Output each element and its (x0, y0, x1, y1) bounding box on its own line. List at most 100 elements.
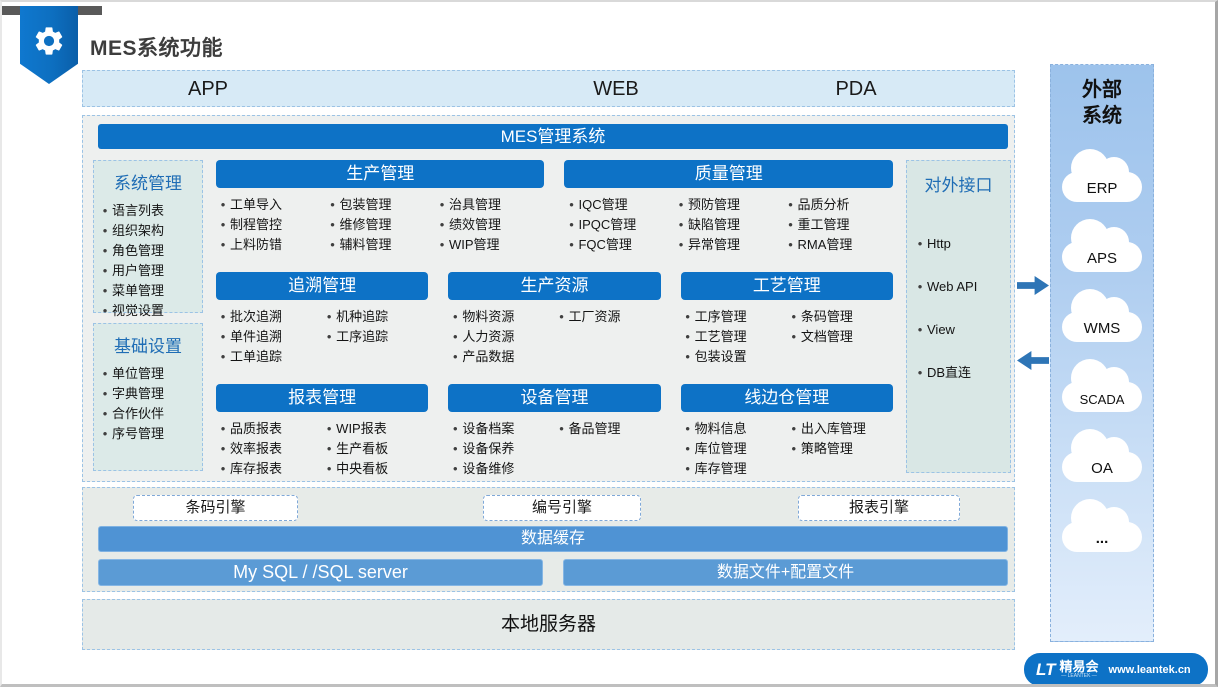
list-item: •库位管理 (685, 441, 747, 456)
external-systems-panel: 外部系统 ERP APS WMS SCADA OA ... (1050, 64, 1154, 642)
module-equipment: 设备管理 •设备档案 •设备保养 •设备维修 •备品管理 (448, 384, 661, 479)
list-item: •View (917, 322, 955, 337)
module-title: 设备管理 (448, 384, 661, 412)
list-item: •物料信息 (685, 421, 747, 436)
module-item-column: •IQC管理 •IPQC管理 •FQC管理 (564, 195, 674, 255)
cloud-label: ... (1095, 530, 1109, 547)
panel-title: 对外接口 (924, 176, 993, 195)
list-item: •RMA管理 (788, 237, 853, 252)
list-item: •制程管控 (220, 217, 283, 232)
list-item: •Http (917, 236, 951, 251)
module-item-column: •出入库管理•策略管理 (787, 419, 893, 479)
module-item-column: •设备档案 •设备保养 •设备维修 (448, 419, 554, 479)
list-item: •角色管理 (102, 243, 165, 258)
panel-basic-settings: 基础设置 •单位管理 •字典管理 •合作伙伴 •序号管理 (93, 323, 203, 471)
module-item-column: •备品管理 (555, 419, 661, 479)
list-item: •文档管理 (791, 329, 853, 344)
logo-url: www.leantek.cn (1108, 663, 1191, 676)
module-title: 生产资源 (448, 272, 661, 300)
list-item: •品质报表 (220, 421, 283, 436)
arrow-left-icon (1017, 351, 1049, 370)
module-item-column: •预防管理•缺陷管理•异常管理 (674, 195, 784, 255)
module-title: 追溯管理 (216, 272, 429, 300)
list-item: •组织架构 (102, 223, 165, 238)
cloud-oa: OA (1059, 429, 1145, 482)
module-lineside-warehouse: 线边仓管理 •物料信息•库位管理•库存管理•出入库管理•策略管理 (680, 384, 893, 479)
cloud-label: WMS (1083, 320, 1121, 337)
local-server-bar: 本地服务器 (82, 599, 1015, 650)
module-item-column: •工厂资源 (555, 307, 661, 367)
logo-brand: 精易会 — LEANTEK — (1059, 659, 1099, 679)
arrow-right-icon (1017, 276, 1049, 295)
list-item: •包装设置 (685, 349, 747, 364)
data-cache-bar: 数据缓存 (98, 526, 1008, 552)
list-item: •设备维修 (453, 461, 515, 476)
report-engine-box: 报表引擎 (798, 495, 960, 521)
database-bar: My SQL / /SQL server (98, 559, 543, 586)
list-item: •预防管理 (678, 197, 740, 212)
logo-mark: LT (1036, 659, 1056, 679)
list-item: •IQC管理 (569, 197, 628, 212)
barcode-engine-box: 条码引擎 (133, 495, 298, 521)
list-item: •效率报表 (220, 441, 283, 456)
page-title: MES系统功能 (90, 37, 224, 60)
module-title: 线边仓管理 (680, 384, 893, 412)
module-item-column: •批次追溯 •单件追溯 •工单追踪 (216, 307, 322, 367)
cloud-label: ERP (1086, 180, 1118, 197)
cloud-others: ... (1059, 499, 1145, 552)
list-item: •用户管理 (102, 263, 165, 278)
list-item: •工序管理 (685, 309, 747, 324)
list-item: •批次追溯 (220, 309, 283, 324)
client-app: APP (187, 78, 229, 100)
data-files-bar: 数据文件+配置文件 (563, 559, 1008, 586)
module-item-column: •治具管理•绩效管理•WIP管理 (435, 195, 545, 255)
list-item: •重工管理 (788, 217, 850, 232)
list-item: •语言列表 (102, 203, 165, 218)
list-item: •包装管理 (330, 197, 392, 212)
module-traceability: 追溯管理 •批次追溯•单件追溯•工单追踪•机种追踪•工序追踪 (216, 272, 429, 367)
list-item: •合作伙伴 (102, 406, 165, 421)
module-quality: 质量管理 •IQC管理•IPQC管理•FQC管理•预防管理•缺陷管理•异常管理•… (564, 160, 893, 255)
module-item-column: •包装管理•维修管理•辅料管理 (326, 195, 436, 255)
list-item: •生产看板 (326, 441, 389, 456)
module-item-column: •品质报表 •效率报表 •库存报表 (216, 419, 322, 479)
list-item: •单位管理 (102, 366, 165, 381)
list-item: •WIP管理 (439, 237, 500, 252)
list-item: •异常管理 (678, 237, 740, 252)
module-item-column: •物料信息•库位管理•库存管理 (681, 419, 787, 479)
module-title: 质量管理 (564, 160, 893, 188)
list-item: •备品管理 (559, 421, 621, 436)
leantek-logo: LT 精易会 — LEANTEK — www.leantek.cn (1024, 653, 1208, 684)
list-item: •设备档案 (453, 421, 515, 436)
module-production: 生产管理 •工单导入•制程管控•上料防错•包装管理•维修管理•辅料管理•治具管理… (216, 160, 545, 255)
list-item: •IPQC管理 (569, 217, 637, 232)
panel-title: 基础设置 (114, 337, 182, 356)
list-item: •DB直连 (917, 365, 972, 380)
module-title: 生产管理 (216, 160, 545, 188)
list-item: •Web API (917, 279, 978, 294)
module-item-column: •条码管理 •文档管理 (787, 307, 893, 367)
list-item: •上料防错 (220, 237, 283, 252)
gear-icon (35, 27, 63, 55)
list-item: •辅料管理 (330, 237, 392, 252)
list-item: •FQC管理 (569, 237, 632, 252)
list-item: •字典管理 (102, 386, 165, 401)
module-item-column: •工单导入•制程管控•上料防错 (216, 195, 326, 255)
list-item: •物料资源 (453, 309, 515, 324)
list-item: •条码管理 (791, 309, 853, 324)
client-layer-bar: APP WEB PDA (82, 70, 1015, 107)
list-item: •工艺管理 (685, 329, 747, 344)
list-item: •视觉设置 (102, 303, 165, 318)
list-item: •工单追踪 (220, 349, 283, 364)
panel-item-list: •单位管理 •字典管理 •合作伙伴 •序号管理 (94, 364, 202, 444)
list-item: •库存报表 (220, 461, 283, 476)
module-item-column: •工序管理 •工艺管理 •包装设置 (681, 307, 787, 367)
cloud-wms: WMS (1059, 289, 1145, 342)
list-item: •单件追溯 (220, 329, 283, 344)
external-systems-title: 外部系统 (1082, 79, 1122, 127)
module-grid: 生产管理 •工单导入•制程管控•上料防错•包装管理•维修管理•辅料管理•治具管理… (216, 160, 893, 479)
panel-item-list: •语言列表•组织架构•角色管理•用户管理•菜单管理•视觉设置 (94, 201, 202, 321)
list-item: •设备保养 (453, 441, 515, 456)
list-item: •序号管理 (102, 426, 165, 441)
